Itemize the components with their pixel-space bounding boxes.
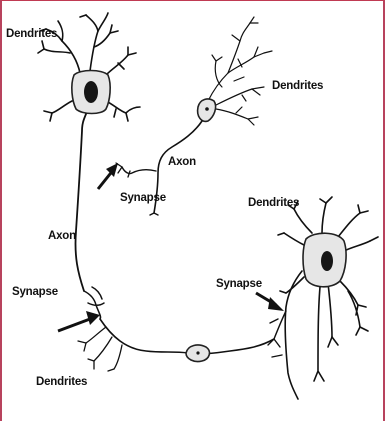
arrow-synapse-upper — [98, 163, 118, 189]
neuron-right — [268, 197, 378, 399]
neuron-right-trunk — [285, 271, 324, 399]
nucleus-bottom — [196, 351, 199, 354]
synapse-right-cluster — [268, 311, 286, 357]
label-dendrites-bottom-left: Dendrites — [36, 376, 87, 388]
label-dendrites-right-neuron: Dendrites — [248, 197, 299, 209]
dendrites-bottom-left — [78, 327, 122, 371]
arrow-synapse-left — [58, 311, 100, 331]
label-dendrites-top-right: Dendrites — [272, 80, 323, 92]
label-axon-left: Axon — [48, 230, 76, 242]
axon-bottom-line — [100, 319, 274, 354]
neuron-top-right — [116, 17, 272, 215]
nucleus-right — [321, 251, 333, 271]
axon-upper-terminal — [122, 167, 158, 215]
label-dendrites-top-left: Dendrites — [6, 28, 57, 40]
nucleus-top-left — [84, 81, 98, 103]
arrow-synapse-right — [256, 293, 284, 311]
neuron-top-right-dendrites — [208, 17, 272, 125]
neuron-top-left — [38, 13, 140, 291]
label-axon-upper: Axon — [168, 156, 196, 168]
label-synapse-upper: Synapse — [120, 192, 166, 204]
axon-left-line — [75, 114, 86, 291]
synapse-upper-terminals — [116, 163, 130, 177]
nucleus-top-right — [205, 107, 209, 111]
label-synapse-left: Synapse — [12, 286, 58, 298]
axon-bottom — [78, 287, 274, 371]
label-synapse-right: Synapse — [216, 278, 262, 290]
